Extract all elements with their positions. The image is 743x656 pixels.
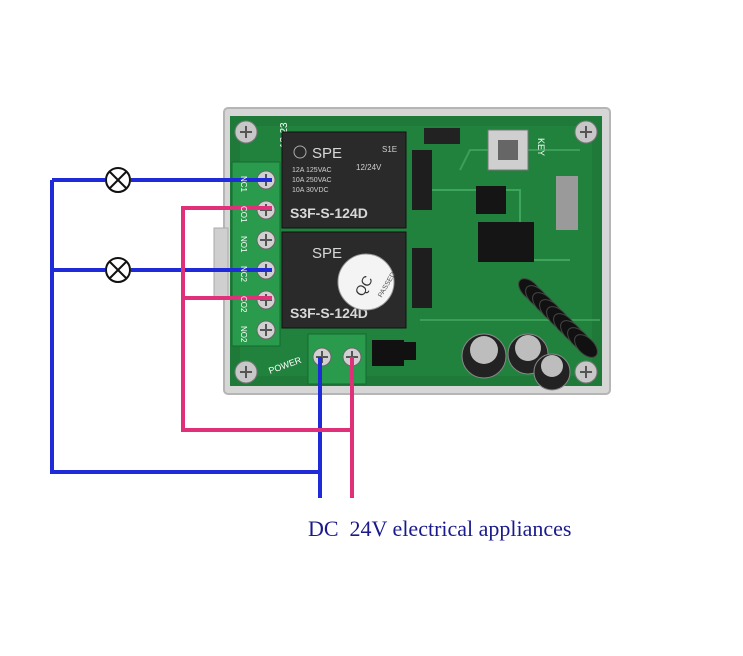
antenna-coil [518, 278, 598, 358]
capacitors [372, 333, 571, 391]
relay-bottom-model: S3F-S-124D [290, 305, 368, 321]
relay-top-series: S1E [382, 145, 397, 154]
wire-blue-return [50, 180, 322, 498]
relay-top: SPE S1E 12/24V 12A 125VAC 10A 250VAC 10A… [281, 131, 407, 229]
ic-chips [476, 176, 578, 262]
terminal-label: NO2 [239, 326, 248, 343]
terminal-screw-icon [256, 230, 276, 250]
terminal-screw-icon [256, 320, 276, 340]
terminal-label: CO1 [239, 206, 248, 223]
jumper-header [412, 128, 460, 308]
relay-bottom-brand: SPE [312, 245, 342, 262]
relay-top-rating-3: 10A 30VDC [292, 187, 329, 194]
caption: DC 24V electrical appliances [308, 516, 572, 541]
screw-icon [574, 120, 598, 144]
mounting-screws [234, 120, 598, 384]
lamp-icon [105, 257, 131, 283]
lamp-icon [105, 167, 131, 193]
qc-sticker: QC PASSED [337, 253, 397, 311]
terminal-label: NO1 [239, 236, 248, 253]
screw-icon [234, 360, 258, 384]
relay-top-rating-2: 10A 250VAC [292, 177, 332, 184]
terminal-label: CO2 [239, 296, 248, 313]
terminal-label: NC1 [239, 176, 248, 193]
relay-top-voltage: 12/24V [356, 163, 382, 172]
wires [50, 178, 354, 498]
terminal-label: NC2 [239, 266, 248, 283]
terminal-block [231, 161, 281, 347]
key-label: KEY [536, 138, 546, 156]
coil-turn [574, 334, 598, 358]
screw-icon [234, 120, 258, 144]
relay-top-model: S3F-S-124D [290, 205, 368, 221]
relay-top-brand: SPE [312, 145, 342, 162]
wire-pink-co1 [181, 206, 350, 432]
key-button: KEY [487, 129, 546, 171]
relay-top-rating-1: 12A 125VAC [292, 167, 332, 174]
screw-icon [574, 360, 598, 384]
